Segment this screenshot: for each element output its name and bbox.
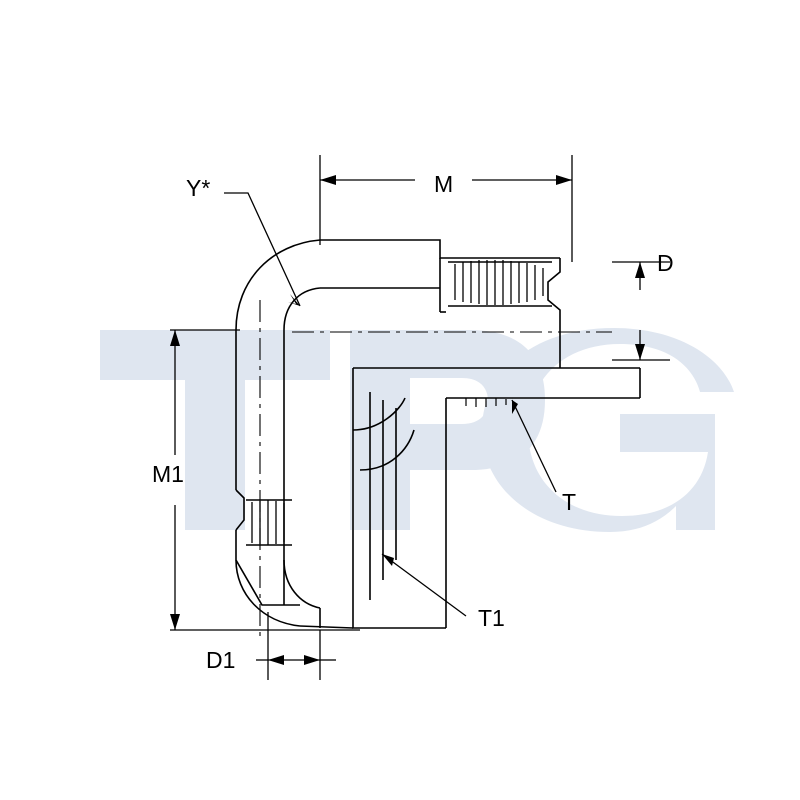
- watermark-tpg: [100, 328, 734, 532]
- leader-y: [224, 192, 301, 307]
- dimension-lines: [170, 155, 670, 680]
- label-m: M: [434, 171, 453, 197]
- label-y: Y*: [186, 175, 210, 201]
- leader-t1: [381, 553, 467, 617]
- label-d: D: [657, 250, 674, 276]
- label-t: T: [562, 489, 576, 515]
- label-d1: D1: [206, 647, 235, 673]
- fitting-outline: [235, 239, 641, 640]
- dimension-labels: Y* M D M1 T T1 D1: [152, 171, 674, 673]
- label-t1: T1: [478, 605, 505, 631]
- label-m1: M1: [152, 461, 184, 487]
- leader-t: [511, 399, 557, 493]
